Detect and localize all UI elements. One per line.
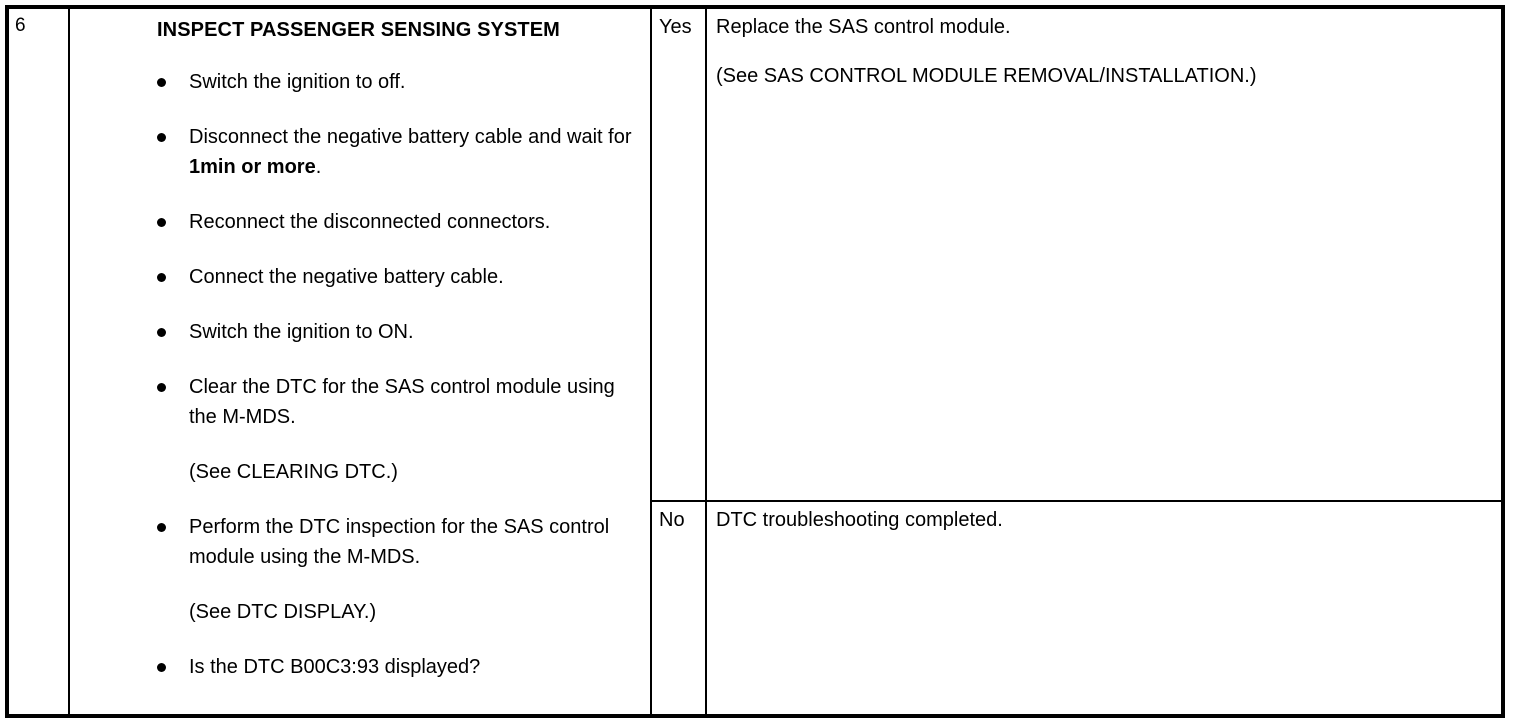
procedure-step-text-after: . bbox=[315, 156, 322, 178]
step-number-cell: 6 bbox=[9, 9, 68, 37]
bullet-icon bbox=[157, 273, 166, 282]
result-label-cell-yes: Yes bbox=[652, 9, 705, 39]
action-text: DTC troubleshooting completed. bbox=[716, 509, 1003, 531]
procedure-step-text: Switch the ignition to off. bbox=[189, 71, 406, 93]
procedure-cell: INSPECT PASSENGER SENSING SYSTEM Switch … bbox=[70, 9, 650, 714]
procedure-question-text: Is the DTC B00C3:93 displayed? bbox=[189, 656, 481, 678]
bullet-icon bbox=[157, 328, 166, 337]
action-cell-yes: Replace the SAS control module. (See SAS… bbox=[707, 9, 1501, 88]
step-number: 6 bbox=[15, 15, 26, 36]
procedure-step-text: Switch the ignition to ON. bbox=[189, 321, 414, 343]
result-label-yes: Yes bbox=[659, 16, 692, 38]
procedure-step-item: Perform the DTC inspection for the SAS c… bbox=[157, 512, 640, 572]
result-label-no: No bbox=[659, 509, 685, 531]
action-text: Replace the SAS control module. bbox=[716, 16, 1011, 38]
procedure-reference-note: (See DTC DISPLAY.) bbox=[189, 601, 377, 623]
procedure-question-item: Is the DTC B00C3:93 displayed? bbox=[157, 652, 640, 682]
procedure-step-text: Connect the negative battery cable. bbox=[189, 266, 504, 288]
bullet-icon bbox=[157, 78, 166, 87]
bullet-icon bbox=[157, 218, 166, 227]
dtc-troubleshooting-table: 6 INSPECT PASSENGER SENSING SYSTEM Switc… bbox=[5, 5, 1505, 718]
procedure-step-text-before: Disconnect the negative battery cable an… bbox=[189, 126, 632, 148]
bullet-icon bbox=[157, 383, 166, 392]
procedure-step-list: Switch the ignition to off. Disconnect t… bbox=[70, 67, 640, 682]
bullet-icon bbox=[157, 133, 166, 142]
procedure-reference-note: (See CLEARING DTC.) bbox=[189, 461, 398, 483]
procedure-step-item: Switch the ignition to off. bbox=[157, 67, 640, 97]
procedure-step-item: Disconnect the negative battery cable an… bbox=[157, 122, 640, 182]
action-reference-note: (See SAS CONTROL MODULE REMOVAL/INSTALLA… bbox=[716, 65, 1257, 87]
row-divider-yes-no bbox=[650, 500, 1501, 502]
procedure-heading: INSPECT PASSENGER SENSING SYSTEM bbox=[157, 19, 560, 41]
result-label-cell-no: No bbox=[652, 502, 705, 532]
procedure-step-text: Clear the DTC for the SAS control module… bbox=[189, 376, 615, 428]
procedure-step-text: Perform the DTC inspection for the SAS c… bbox=[189, 516, 610, 568]
procedure-step-item: Switch the ignition to ON. bbox=[157, 317, 640, 347]
procedure-step-emphasis: 1min or more bbox=[189, 156, 316, 178]
column-divider-action bbox=[705, 9, 707, 714]
column-divider-result bbox=[650, 9, 652, 714]
column-divider-step bbox=[68, 9, 70, 714]
procedure-step-item: Reconnect the disconnected connectors. bbox=[157, 207, 640, 237]
procedure-step-text: Reconnect the disconnected connectors. bbox=[189, 211, 551, 233]
action-cell-no: DTC troubleshooting completed. bbox=[707, 502, 1501, 532]
bullet-icon bbox=[157, 663, 166, 672]
bullet-icon bbox=[157, 523, 166, 532]
procedure-step-item: Clear the DTC for the SAS control module… bbox=[157, 372, 640, 432]
procedure-step-item: Connect the negative battery cable. bbox=[157, 262, 640, 292]
